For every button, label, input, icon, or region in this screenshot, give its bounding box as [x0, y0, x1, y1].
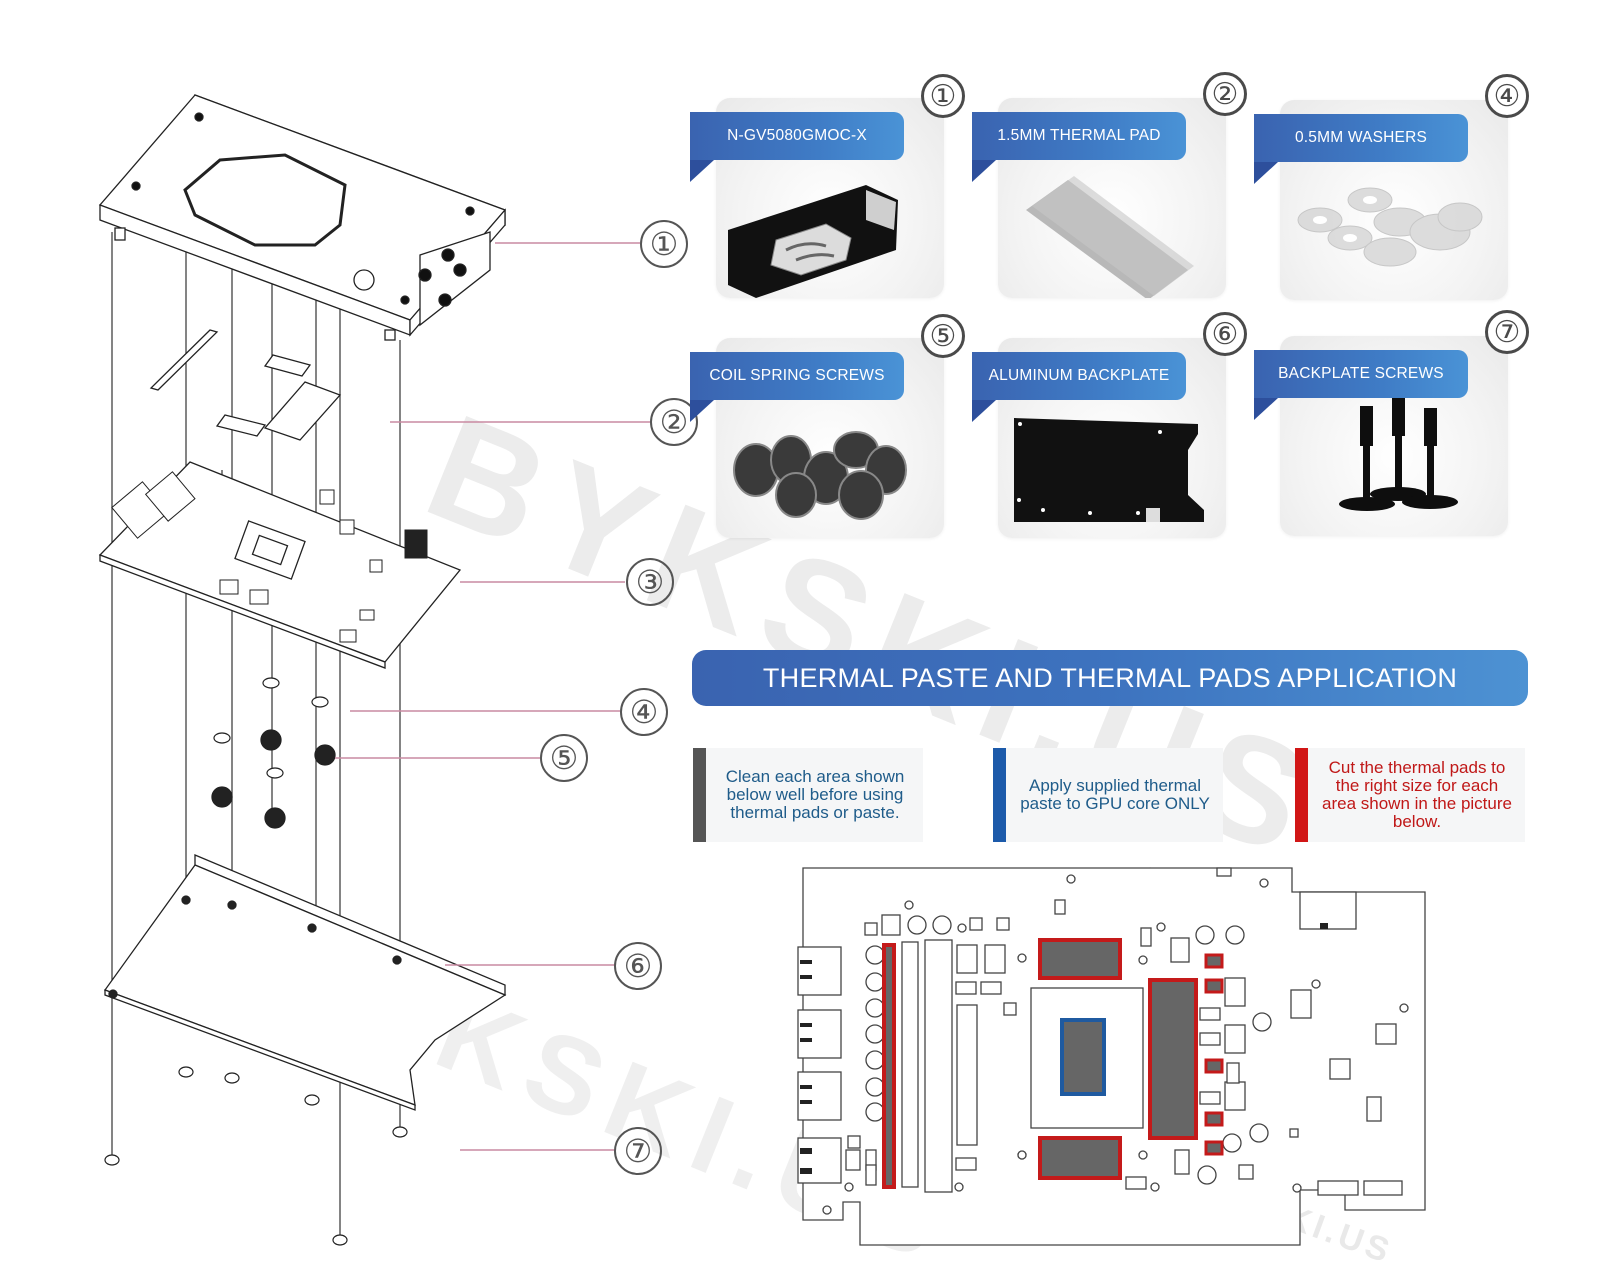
thermal-pad-small: [1204, 1140, 1224, 1156]
washers-drawing: [213, 677, 329, 779]
backplate-image: [1014, 418, 1204, 522]
part-label: 0.5MM WASHERS: [1254, 114, 1468, 162]
note-color-bar: [993, 748, 1006, 842]
note-text: Apply supplied thermal paste to GPU core…: [1020, 776, 1210, 813]
thermal-pad-small: [1204, 978, 1224, 994]
part-number-5: ⑤: [921, 314, 965, 358]
callout-2: ②: [650, 398, 698, 446]
pcb-layout-diagram: [797, 867, 1426, 1246]
note-paste: Apply supplied thermal paste to GPU core…: [993, 748, 1223, 842]
thermal-pad-vrm-left: [882, 943, 896, 1189]
note-color-bar: [693, 748, 706, 842]
display-ports: [797, 946, 842, 1184]
backplate-drawing: [103, 854, 507, 1111]
note-cut-pads: Cut the thermal pads to the right size f…: [1295, 748, 1525, 842]
thermal-pad-small: [1204, 1111, 1224, 1127]
thermal-pad-small: [1204, 953, 1224, 969]
thermal-pad-image: [1026, 176, 1194, 298]
part-number-7: ⑦: [1485, 310, 1529, 354]
note-text: Cut the thermal pads to the right size f…: [1322, 758, 1512, 831]
part-card-thermal-pad: 1.5MM THERMAL PAD ②: [972, 72, 1247, 298]
exploded-assembly-diagram: ① ② ③ ④ ⑤ ⑥ ⑦: [0, 0, 700, 1280]
coil-spring-screws-image: [733, 431, 907, 520]
note-clean: Clean each area shown below well before …: [693, 748, 923, 842]
thermal-pad-mem-bottom: [1038, 1136, 1122, 1180]
thermal-pad-mem-top: [1038, 938, 1122, 980]
callout-7: ⑦: [614, 1127, 662, 1175]
part-label: 1.5MM THERMAL PAD: [972, 112, 1186, 160]
thermal-pad-vrm-right: [1148, 978, 1198, 1140]
callout-3: ③: [626, 558, 674, 606]
gpu-core-paste-area: [1060, 1018, 1106, 1096]
callout-5: ⑤: [540, 734, 588, 782]
water-block-drawing: [98, 94, 507, 341]
callout-leader-lines: [335, 242, 650, 1151]
thermal-pad-areas: [882, 938, 1224, 1189]
pcb-drawing: [98, 461, 462, 669]
thermal-section-title: THERMAL PASTE AND THERMAL PADS APPLICATI…: [692, 650, 1528, 706]
note-text: Clean each area shown below well before …: [725, 767, 905, 822]
water-block-image: [728, 185, 898, 298]
part-label: ALUMINUM BACKPLATE: [972, 352, 1186, 400]
part-number-2: ②: [1203, 72, 1247, 116]
part-number-1: ①: [921, 74, 965, 118]
part-card-water-block: N-GV5080GMOC-X ①: [690, 74, 965, 298]
part-number-6: ⑥: [1203, 312, 1247, 356]
note-color-bar: [1295, 748, 1308, 842]
washers-image: [1297, 187, 1483, 267]
part-number-4: ④: [1485, 74, 1529, 118]
callout-6: ⑥: [614, 942, 662, 990]
part-label: BACKPLATE SCREWS: [1254, 350, 1468, 398]
part-card-backplate-screws: BACKPLATE SCREWS ⑦: [1254, 310, 1529, 536]
part-card-aluminum-backplate: ALUMINUM BACKPLATE ⑥: [972, 312, 1247, 538]
callout-1: ①: [640, 220, 688, 268]
thermal-pads-drawing: [149, 329, 342, 441]
part-card-washers: 0.5MM WASHERS ④: [1254, 74, 1529, 300]
backplate-screws-drawing: [104, 1066, 408, 1246]
part-label: COIL SPRING SCREWS: [690, 352, 904, 400]
part-card-coil-spring-screws: COIL SPRING SCREWS ⑤: [690, 314, 965, 538]
backplate-screws-image: [1339, 398, 1458, 511]
coil-spring-screws-drawing: [211, 729, 336, 829]
thermal-pad-small: [1204, 1058, 1224, 1074]
part-label: N-GV5080GMOC-X: [690, 112, 904, 160]
callout-4: ④: [620, 688, 668, 736]
